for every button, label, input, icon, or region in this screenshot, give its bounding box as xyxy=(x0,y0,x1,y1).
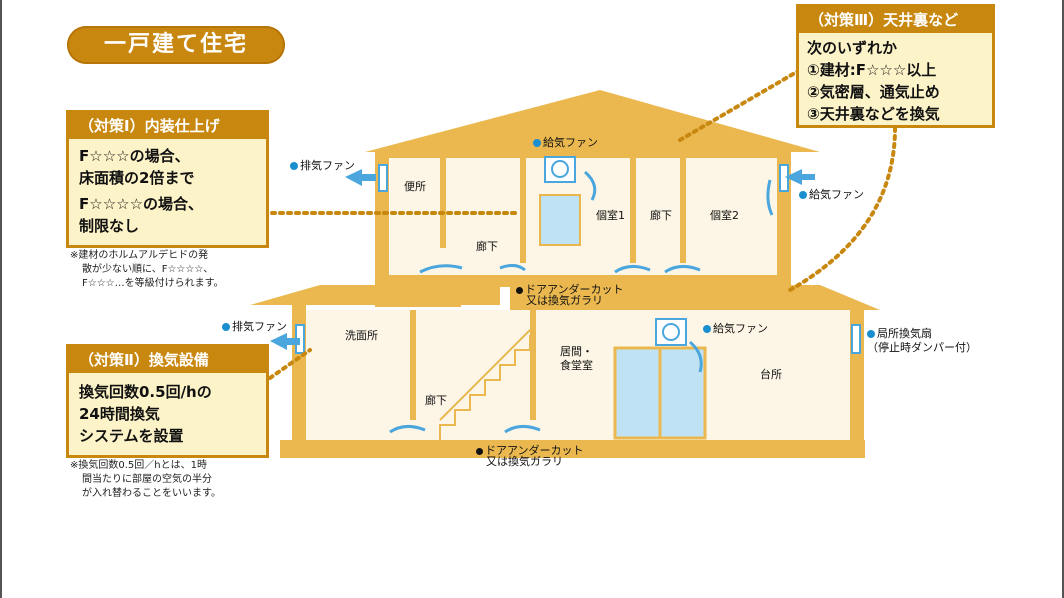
partition xyxy=(410,310,416,420)
interior-note: ※建材のホルムアルデヒドの発 散が少ない順に、F☆☆☆☆、 F☆☆☆…を等級付け… xyxy=(70,249,224,291)
fan-dot-icon xyxy=(533,139,541,147)
upper-ceiling xyxy=(389,150,777,158)
supply-fan-lower-label: 給気ファン xyxy=(703,320,768,336)
measure-attic-line: ③天井裏などを換気 xyxy=(807,105,940,123)
door-undercut-upper-label: ドアアンダーカット 又は換気ガラリ xyxy=(516,284,624,306)
fan-dot-icon xyxy=(867,330,875,338)
measure-ventilation-line: 24時間換気 xyxy=(79,405,160,423)
window xyxy=(539,194,581,246)
measure-attic-heading: （対策Ⅲ）天井裏など xyxy=(799,7,992,33)
measure-interior-box: （対策Ⅰ）内装仕上げ F☆☆☆の場合、 床面積の2倍まで F☆☆☆☆の場合、 制… xyxy=(66,110,269,248)
private-room-2-label: 個室2 xyxy=(710,209,739,222)
note-line: 散が少ない順に、F☆☆☆☆、 xyxy=(82,264,214,275)
fan-dot-icon xyxy=(290,162,298,170)
upper-roof xyxy=(365,90,820,152)
upper-floor-slab xyxy=(375,275,791,287)
exhaust-fan-upper-label: 排気ファン xyxy=(290,157,355,173)
fan-unit xyxy=(851,324,861,354)
measure-ventilation-line: システムを設置 xyxy=(79,427,184,445)
fan-unit xyxy=(655,318,687,346)
note-line: が入れ替わることをいいます。 xyxy=(82,488,221,499)
upper-floor-interior xyxy=(390,150,780,280)
note-line: F☆☆☆…を等級付けられます。 xyxy=(82,278,224,289)
kitchen-label: 台所 xyxy=(760,368,782,381)
washroom-label: 洗面所 xyxy=(345,329,378,342)
lower-roof-right xyxy=(510,285,880,310)
fan-unit xyxy=(378,164,388,192)
partition xyxy=(630,158,636,263)
air-flow-arrows xyxy=(270,169,815,350)
ventilation-note: ※換気回数0.5回／hとは、1時 間当たりに部屋の空気の半分 が入れ替わることを… xyxy=(70,459,221,501)
note-line: ※換気回数0.5回／hとは、1時 xyxy=(70,460,207,471)
fan-unit xyxy=(779,164,789,192)
local-exhaust-label: 局所換気扇 （停止時ダンパー付） xyxy=(867,327,977,354)
measure-attic-line: ②気密層、通気止め xyxy=(807,83,940,101)
measure-interior-line: 制限なし xyxy=(79,217,140,235)
living-dining-label: 居間・ 食堂室 xyxy=(560,345,593,372)
toilet-label: 便所 xyxy=(404,180,426,193)
fan-dot-icon xyxy=(222,323,230,331)
measure-interior-line: F☆☆☆の場合、 xyxy=(79,147,190,165)
fan-dot-icon xyxy=(703,325,711,333)
hallway-upper-center-label: 廊下 xyxy=(476,240,498,253)
marker-dot-icon xyxy=(516,286,523,294)
hallway-lower-label: 廊下 xyxy=(425,394,447,407)
supply-fan-top-label: 給気ファン xyxy=(533,134,598,150)
partition xyxy=(680,158,686,263)
door-undercut-lower-label: ドアアンダーカット 又は換気ガラリ xyxy=(476,445,584,467)
leader-lines xyxy=(268,68,897,380)
page-title: 一戸建て住宅 xyxy=(67,26,285,64)
measure-interior-line: F☆☆☆☆の場合、 xyxy=(79,195,204,213)
measure-ventilation-line: 換気回数0.5回/hの xyxy=(79,383,212,401)
left-border xyxy=(0,0,2,598)
hallway-upper-right-label: 廊下 xyxy=(650,209,672,222)
note-line: ※建材のホルムアルデヒドの発 xyxy=(70,250,209,261)
staircase xyxy=(439,329,531,440)
curved-air-arrows xyxy=(389,170,774,434)
right-border xyxy=(1062,0,1064,598)
ground-floor xyxy=(280,440,865,458)
measure-interior-heading: （対策Ⅰ）内装仕上げ xyxy=(69,113,266,139)
lower-floor-interior xyxy=(305,310,855,442)
supply-fan-right-label: 給気ファン xyxy=(799,186,864,202)
note-line: 間当たりに部屋の空気の半分 xyxy=(82,474,212,485)
marker-dot-icon xyxy=(476,447,483,455)
partition xyxy=(520,158,526,263)
fan-dot-icon xyxy=(799,191,807,199)
partition xyxy=(440,158,446,248)
measure-attic-line: ①建材:F☆☆☆以上 xyxy=(807,61,937,79)
partition xyxy=(530,310,536,420)
stair-well-edge xyxy=(375,287,461,307)
measure-interior-line: 床面積の2倍まで xyxy=(79,169,195,187)
exhaust-fan-lower-label: 排気ファン xyxy=(222,318,287,334)
measure-ventilation-heading: （対策Ⅱ）換気設備 xyxy=(69,347,266,373)
measure-attic-box: （対策Ⅲ）天井裏など 次のいずれか ①建材:F☆☆☆以上 ②気密層、通気止め ③… xyxy=(796,4,995,128)
measure-attic-line: 次のいずれか xyxy=(807,39,898,57)
private-room-1-label: 個室1 xyxy=(596,209,625,222)
measure-ventilation-box: （対策Ⅱ）換気設備 換気回数0.5回/hの 24時間換気 システムを設置 xyxy=(66,344,269,458)
